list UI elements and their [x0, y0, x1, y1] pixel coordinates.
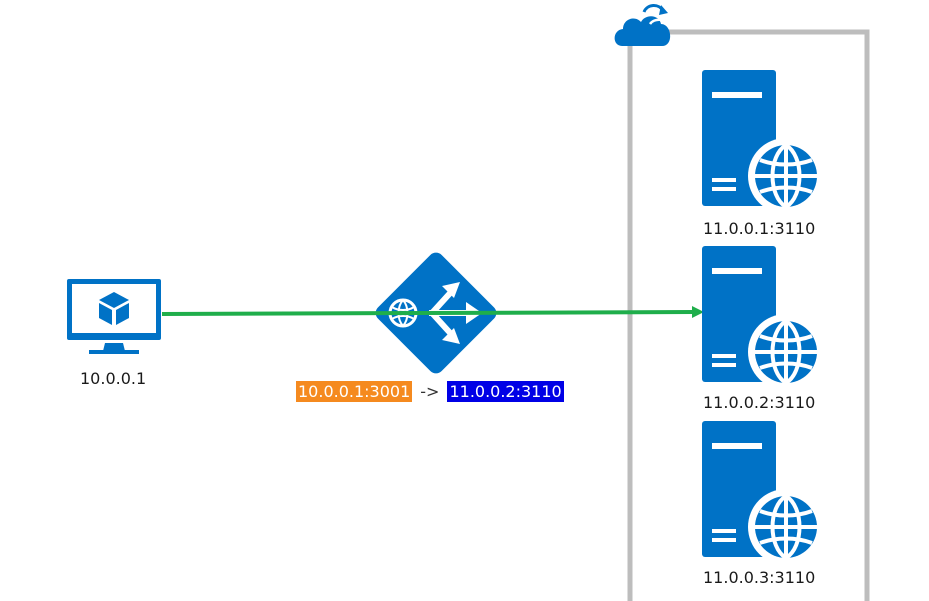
- server-label: 11.0.0.1:3110: [703, 219, 816, 238]
- flow-mapping-label: 10.0.0.1:3001 -> 11.0.0.2:3110: [296, 381, 564, 402]
- connection-arrowhead: [692, 306, 704, 318]
- connection-line: [161, 310, 695, 316]
- azure-vm-monitor-icon: [67, 279, 161, 354]
- web-server-globe-icon: [702, 246, 824, 390]
- server-label: 11.0.0.3:3110: [703, 568, 816, 587]
- source-endpoint: 10.0.0.1:3001: [296, 381, 413, 402]
- web-server-globe-icon: [702, 70, 824, 214]
- cloud-service-boundary: [627, 29, 870, 601]
- cloud-service-icon: [614, 4, 671, 46]
- flow-arrow: ->: [420, 382, 440, 401]
- web-server-globe-icon: [702, 421, 824, 565]
- destination-endpoint: 11.0.0.2:3110: [447, 381, 564, 402]
- server-label: 11.0.0.2:3110: [703, 393, 816, 412]
- client-ip-label: 10.0.0.1: [80, 369, 147, 388]
